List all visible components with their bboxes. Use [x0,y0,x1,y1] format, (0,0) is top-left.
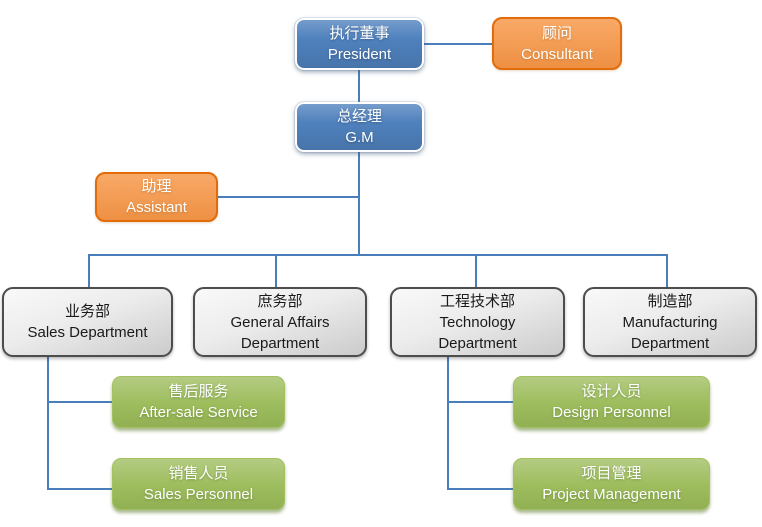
node-general-affairs-department[interactable]: 庶务部 General Affairs Department [193,287,367,357]
node-assistant-label-zh: 助理 [141,178,172,195]
node-sales-personnel-label-en: Sales Personnel [143,486,254,503]
node-consultant-label-en: Consultant [521,45,593,63]
node-design-personnel-label-zh: 设计人员 [581,383,642,400]
node-general-affairs-label-en: General Affairs Department [230,313,330,352]
node-design-personnel[interactable]: 设计人员 Design Personnel [513,376,710,428]
node-assistant[interactable]: 助理 Assistant [95,172,218,222]
node-consultant-label-zh: 顾问 [541,24,572,42]
node-general-affairs-label-zh: 庶务部 [257,292,303,310]
node-project-management-label-zh: 项目管理 [581,465,642,482]
node-gm-label-en: G.M [345,129,374,146]
node-manufacturing-label-en: Manufacturing Department [622,313,718,352]
node-gm-label-zh: 总经理 [336,108,382,125]
node-after-sale-label-en: After-sale Service [139,404,258,421]
node-sales-department-label-zh: 业务部 [64,303,110,320]
node-technology-label-zh: 工程技术部 [439,292,515,310]
node-gm[interactable]: 总经理 G.M [295,102,424,152]
node-after-sale-service[interactable]: 售后服务 After-sale Service [112,376,285,428]
node-consultant[interactable]: 顾问 Consultant [492,17,622,70]
node-technology-label-en: Technology Department [438,313,517,352]
node-sales-department[interactable]: 业务部 Sales Department [2,287,173,357]
node-president-label-zh: 执行董事 [329,25,390,42]
node-project-management[interactable]: 项目管理 Project Management [513,458,710,510]
node-sales-personnel-label-zh: 销售人员 [168,465,229,482]
node-president-label-en: President [327,46,392,63]
node-manufacturing-department[interactable]: 制造部 Manufacturing Department [583,287,757,357]
node-assistant-label-en: Assistant [126,199,187,216]
node-design-personnel-label-en: Design Personnel [552,404,671,421]
node-sales-department-label-en: Sales Department [27,324,148,341]
node-manufacturing-label-zh: 制造部 [647,292,693,310]
node-president[interactable]: 执行董事 President [295,18,424,70]
node-after-sale-label-zh: 售后服务 [168,383,229,400]
node-technology-department[interactable]: 工程技术部 Technology Department [390,287,565,357]
node-sales-personnel[interactable]: 销售人员 Sales Personnel [112,458,285,510]
node-project-management-label-en: Project Management [542,486,681,503]
